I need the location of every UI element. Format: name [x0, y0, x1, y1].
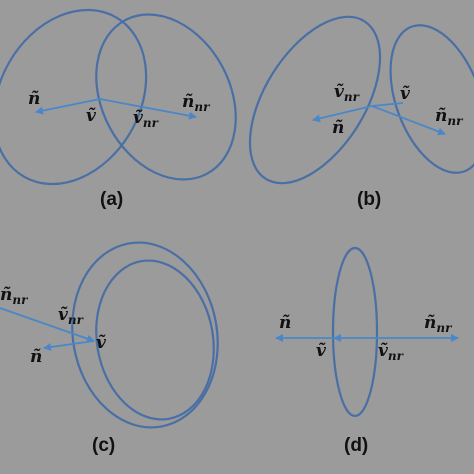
panel-a: ñ ṽ ṽnr ñnr (a) [0, 8, 237, 210]
panel-b: ṽnr ṽ ñ ñnr (b) [248, 15, 474, 210]
panel-a-label-n: ñ [28, 89, 40, 109]
panel-b-label-v: ṽ [400, 84, 411, 104]
panel-a-label-n-nr: ñnr [182, 92, 211, 114]
panel-a-ellipse-left [0, 8, 148, 186]
panel-c-arrow-from-n-nr [0, 307, 95, 343]
panel-b-ellipse-right [389, 24, 474, 174]
panel-c-label-v-nr: ṽnr [58, 305, 85, 327]
panel-c-ellipse-outer [71, 241, 219, 429]
panel-c: ñnr ṽnr ṽ ñ (c) [0, 241, 219, 456]
panel-c-label-n-nr: ñnr [0, 285, 29, 307]
panel-a-label-v: ṽ [86, 106, 97, 126]
panel-b-arrow-n [312, 105, 373, 123]
panel-d-label-n: ñ [279, 313, 291, 333]
panel-c-label-v: ṽ [96, 333, 107, 353]
panel-b-segment-v [371, 102, 404, 107]
panel-c-ellipse-inner [95, 259, 215, 421]
panel-d: ñ ṽ ṽnr ñnr (d) [275, 246, 459, 456]
panel-d-label-v-nr: ṽnr [378, 341, 405, 363]
panel-c-caption: (c) [92, 435, 115, 456]
panel-b-ellipse-left [248, 15, 382, 185]
panel-c-label-n: ñ [30, 347, 42, 367]
panel-a-label-v-nr: ṽnr [133, 108, 160, 130]
panel-d-label-v: ṽ [316, 341, 327, 361]
panel-d-label-n-nr: ñnr [424, 313, 453, 335]
panel-a-ellipse-right [95, 13, 237, 181]
panel-b-label-n-nr: ñnr [435, 106, 464, 128]
panel-b-label-n: ñ [332, 118, 344, 138]
panel-b-arrow-n-nr [371, 105, 446, 136]
panel-c-arrow-n [43, 340, 95, 351]
panel-d-ellipse [331, 246, 379, 418]
panel-b-label-v-nr: ṽnr [334, 82, 361, 104]
panel-a-arrow-n-nr [99, 98, 197, 120]
panel-b-caption: (b) [357, 189, 381, 210]
panel-a-caption: (a) [100, 189, 123, 210]
panel-a-arrow-n [35, 98, 101, 115]
panel-d-caption: (d) [344, 435, 368, 456]
